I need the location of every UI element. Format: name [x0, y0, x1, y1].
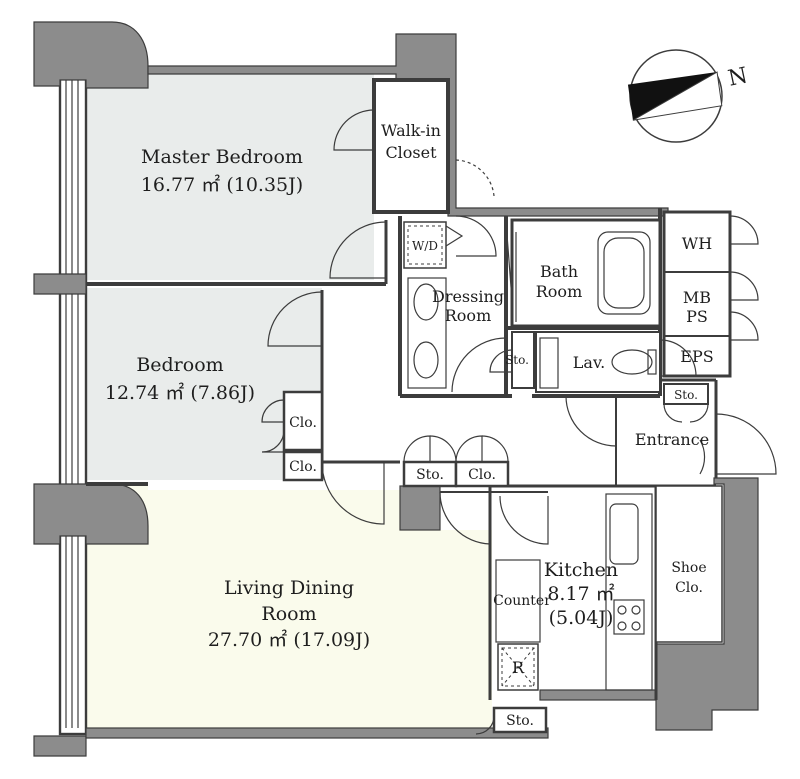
bedroom-name: Bedroom [136, 354, 223, 376]
bath-room-box [510, 218, 662, 328]
entrance-label: Entrance [635, 430, 709, 449]
storage-entrance-label: Sto. [674, 388, 698, 402]
kitchen-counter-right [605, 493, 653, 691]
living-dining-line2: Room [261, 603, 316, 625]
closet-bedroom-upper-label: Clo. [289, 415, 317, 431]
toilet [611, 349, 653, 375]
lavatory-label: Lav. [573, 353, 605, 372]
bottom-right-wall [539, 689, 657, 701]
walk-in-closet-line2: Closet [385, 143, 437, 162]
living-dining-floor [86, 486, 492, 730]
shoe-closet-box [655, 485, 723, 643]
storage-kitchen-label: Sto. [506, 713, 534, 729]
counter-label: Counter [493, 593, 551, 609]
dressing-basin-lower [413, 341, 439, 379]
bathtub [597, 231, 651, 315]
kitchen-area1: 8.17 ㎡ [547, 582, 614, 605]
utility-column [662, 210, 732, 378]
column-mid-left [33, 273, 87, 295]
lav-sink [539, 337, 559, 389]
bottom-exterior-wall [85, 727, 549, 739]
kitchen-counter-left [495, 559, 541, 643]
bedroom-closet-upper [282, 390, 324, 452]
master-bedroom-floor [86, 74, 374, 280]
compass-north-label: N [726, 63, 750, 91]
refrigerator-label: R [512, 658, 525, 677]
kitchen-area2: (5.04J) [549, 607, 614, 629]
bath-room-line2: Room [536, 282, 582, 301]
storage-dressing-label: Sto. [505, 353, 529, 367]
column-top-left [33, 21, 149, 89]
kitchen-name: Kitchen [544, 559, 618, 581]
right-exterior-wall [655, 477, 759, 731]
storage-dressing-box [511, 331, 535, 389]
pipe-shaft-block [399, 485, 441, 531]
living-dining-line1: Living Dining [224, 577, 354, 599]
walk-in-closet-box [372, 78, 450, 214]
washer-dryer-box [403, 221, 447, 269]
door-swings [261, 109, 777, 735]
shoe-closet-line1: Shoe [671, 560, 706, 576]
column-bottom-corner [33, 735, 87, 757]
walk-in-closet-line1: Walk-in [381, 121, 441, 140]
kitchen-sink [609, 503, 639, 565]
bedroom-area: 12.74 ㎡ (7.86J) [105, 381, 255, 404]
eps-label: EPS [680, 347, 713, 366]
storage-hall-label: Sto. [416, 467, 444, 483]
master-bedroom-area: 16.77 ㎡ (10.35J) [141, 173, 303, 196]
bedroom-floor [86, 288, 322, 480]
living-dining-area: 27.70 ㎡ (17.09J) [208, 628, 370, 651]
bath-room-line1: Bath [540, 262, 578, 281]
shoe-closet-line2: Clo. [675, 580, 703, 596]
master-bedroom-name: Master Bedroom [141, 146, 303, 168]
lavatory-box [535, 331, 661, 393]
dressing-room-line1: Dressing [432, 287, 504, 306]
water-heater-label: WH [682, 234, 712, 253]
dressing-room-line2: Room [445, 306, 491, 325]
column-bottom-left [33, 483, 149, 545]
closet-hall-label: Clo. [468, 467, 496, 483]
washer-dryer-label: W/D [412, 239, 438, 253]
stove-burners [613, 599, 645, 635]
exterior-window-wall [58, 72, 88, 736]
closet-bedroom-lower-label: Clo. [289, 459, 317, 475]
dressing-basin-upper [413, 283, 439, 321]
storage-entrance-box [663, 383, 709, 405]
meter-box-line2: PS [686, 307, 708, 326]
storage-kitchen-box [492, 706, 548, 734]
compass-icon [627, 49, 723, 143]
bedroom-closet-lower [282, 450, 324, 482]
meter-box-line1: MB [683, 288, 711, 307]
